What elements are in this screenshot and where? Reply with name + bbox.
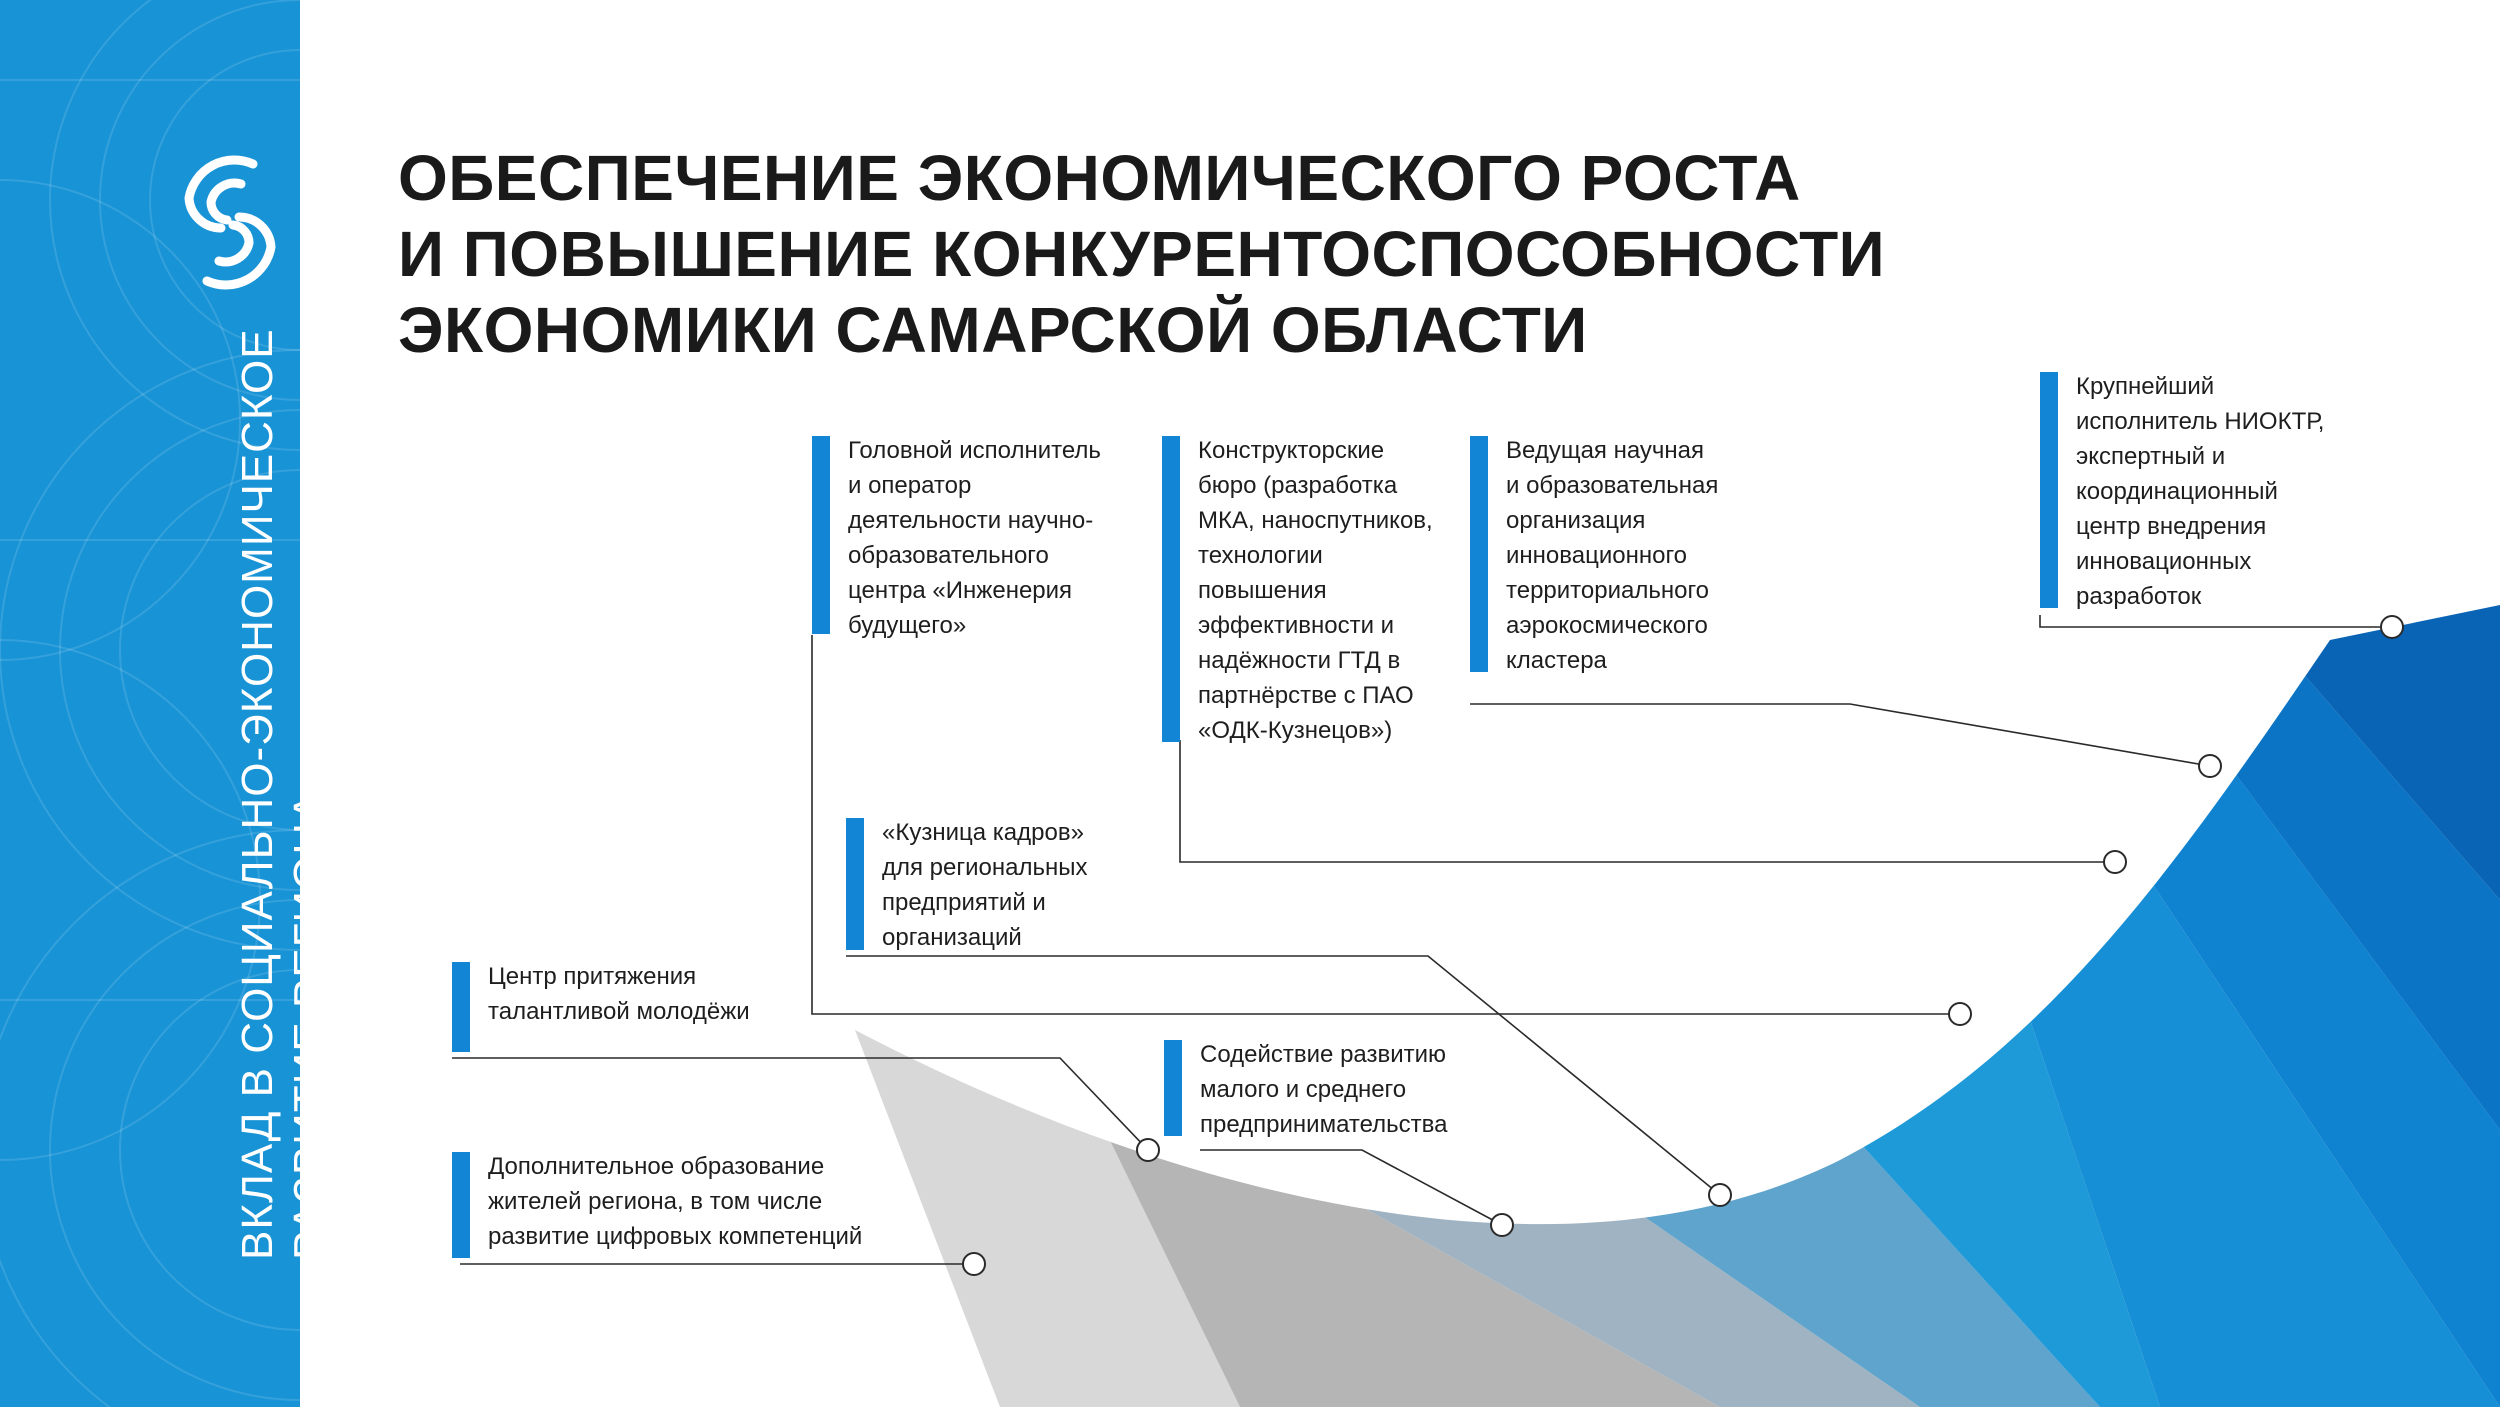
stylized-s-logo-icon (184, 155, 276, 290)
card-text: Центр притяжения талантливой молодёжи (488, 963, 750, 1025)
connector-line-4 (846, 955, 1721, 1196)
node-point (2103, 850, 2127, 874)
node-point (1948, 1002, 1972, 1026)
card-marker (452, 962, 470, 1052)
curve-segment (1350, 1200, 1920, 1407)
node-point (1490, 1213, 1514, 1237)
sidebar: Вклад в социально-экономическое развитие… (0, 0, 300, 1407)
card-largest-rnd-executor: Крупнейший исполнитель НИОКТР, экспертны… (2040, 372, 2324, 614)
node-point (962, 1252, 986, 1276)
connector-line-2 (452, 1057, 1149, 1151)
node-point (1708, 1183, 1732, 1207)
curve-segment (2010, 850, 2500, 1407)
card-text: Крупнейший исполнитель НИОКТР, экспертны… (2076, 373, 2325, 610)
curve-segment (2225, 670, 2500, 1130)
card-head-executor: Головной исполнитель и оператор деятельн… (812, 436, 1101, 643)
card-text: Конструкторские бюро (разработка МКА, на… (1198, 437, 1433, 744)
card-youth-center: Центр притяжения талантливой молодёжи (452, 962, 750, 1052)
card-text: Дополнительное образование жителей регио… (488, 1153, 863, 1250)
connector-line-3 (1200, 1149, 1503, 1226)
connector-lines (452, 615, 2392, 1265)
page-title-line2: и повышение конкурентоспособности (398, 218, 1886, 290)
page-title-line3: экономики Самарской области (398, 294, 1588, 366)
sidebar-pattern (0, 0, 300, 1407)
page-title-line1: Обеспечение экономического роста (398, 142, 1801, 214)
connector-line-5 (811, 635, 1960, 1015)
connector-line-6 (1179, 740, 2115, 863)
card-marker (812, 436, 830, 634)
curve-segment (2130, 760, 2500, 1407)
node-point (2380, 615, 2404, 639)
card-sme-support: Содействие развитию малого и среднего пр… (1164, 1040, 1448, 1142)
page-title: Обеспечение экономического роста и повыш… (398, 140, 1885, 368)
card-design-bureaus: Конструкторские бюро (разработка МКА, на… (1162, 436, 1433, 748)
node-point (2198, 754, 2222, 778)
card-marker (1164, 1040, 1182, 1136)
node-point (1136, 1138, 1160, 1162)
card-marker (1470, 436, 1488, 672)
growth-curve (855, 605, 2500, 1407)
curve-segment (2300, 605, 2500, 900)
connector-line-7 (1470, 703, 2211, 767)
card-marker (1162, 436, 1180, 742)
curve-nodes (962, 615, 2404, 1276)
card-text: Головной исполнитель и оператор деятельн… (848, 437, 1101, 639)
card-text: «Кузница кадров» для региональных предпр… (882, 819, 1088, 951)
card-leading-organization: Ведущая научная и образовательная органи… (1470, 436, 1718, 678)
connector-line-8 (2039, 615, 2392, 628)
card-text: Содействие развитию малого и среднего пр… (1200, 1041, 1448, 1138)
card-marker (452, 1152, 470, 1258)
card-text: Ведущая научная и образовательная органи… (1506, 437, 1719, 674)
card-talent-forge: «Кузница кадров» для региональных предпр… (846, 818, 1088, 955)
card-marker (2040, 372, 2058, 608)
card-marker (846, 818, 864, 950)
card-additional-education: Дополнительное образование жителей регио… (452, 1152, 862, 1258)
curve-segment (1100, 1120, 1720, 1407)
